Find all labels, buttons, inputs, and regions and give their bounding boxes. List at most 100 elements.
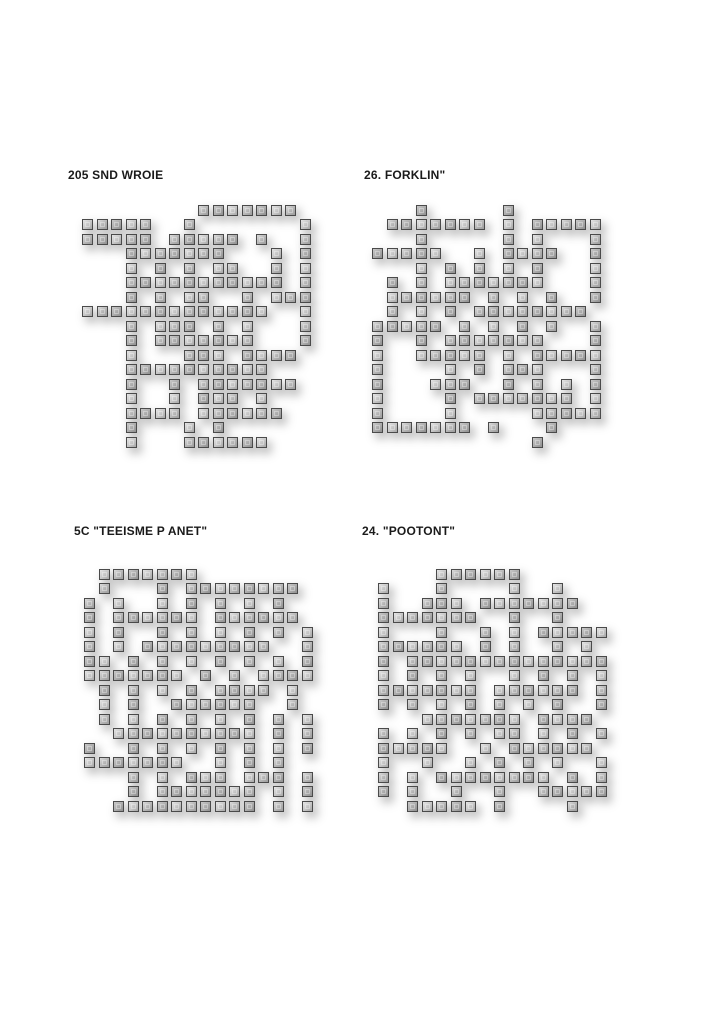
grid-cell <box>270 407 282 419</box>
grid-cell <box>113 626 124 638</box>
grid-cell <box>546 393 557 404</box>
grid-cell <box>494 568 505 580</box>
grid-cell <box>299 277 311 288</box>
grid-cell <box>200 699 211 710</box>
grid-cell <box>372 378 383 390</box>
grid-cell <box>407 670 418 681</box>
grid-cell <box>502 262 514 274</box>
grid-cell <box>156 641 168 652</box>
grid-cell <box>531 364 543 375</box>
grid-cell <box>589 320 601 332</box>
grid-cell <box>127 757 139 768</box>
grid-cell <box>537 786 549 797</box>
grid-cell <box>415 204 427 216</box>
grid-cell <box>552 786 563 797</box>
grid-cell <box>200 800 211 812</box>
grid-cell <box>127 713 139 725</box>
grid-cell <box>272 583 284 594</box>
grid-cell <box>378 742 389 754</box>
grid-cell <box>113 612 124 623</box>
grid-cell <box>256 277 267 288</box>
grid-cell <box>407 641 418 652</box>
grid-cell <box>84 597 95 609</box>
grid-cell <box>256 233 267 245</box>
grid-cell <box>270 349 282 361</box>
grid-cell <box>465 728 476 739</box>
grid-cell <box>256 349 267 361</box>
grid-cell <box>299 320 311 332</box>
grid-cell <box>566 742 578 754</box>
grid-cell <box>198 248 209 259</box>
grid-cell <box>465 568 476 580</box>
grid-cell <box>430 320 441 332</box>
grid-cell <box>96 306 108 317</box>
grid-cell <box>488 335 499 346</box>
grid-cell <box>142 728 153 739</box>
grid-cell <box>183 262 195 274</box>
grid-cell <box>378 728 389 739</box>
grid-cell <box>450 786 462 797</box>
grid-cell <box>127 670 139 681</box>
grid-cell <box>156 728 168 739</box>
grid-cell <box>581 626 592 638</box>
grid-cell <box>473 306 485 317</box>
grid-cell <box>214 626 226 638</box>
grid-cell <box>212 277 224 288</box>
grid-cell <box>415 422 427 433</box>
grid-cell <box>494 800 505 812</box>
grid-cell <box>502 393 514 404</box>
grid-cell <box>169 393 180 404</box>
grid-cell <box>372 407 383 419</box>
grid-cell <box>517 393 528 404</box>
grid-cell <box>430 219 441 230</box>
grid-cell <box>430 291 441 303</box>
grid-cell <box>508 728 520 739</box>
grid-cell <box>227 233 238 245</box>
grid-cell <box>127 728 139 739</box>
grid-cell <box>212 262 224 274</box>
grid-cell <box>243 742 255 754</box>
grid-cell <box>508 771 520 783</box>
grid-cell <box>171 728 182 739</box>
grid-cell <box>517 291 528 303</box>
grid-cell <box>595 699 607 710</box>
grid-cell <box>185 641 197 652</box>
grid-cell <box>185 597 197 609</box>
grid-cell <box>241 204 253 216</box>
grid-cell <box>378 612 389 623</box>
grid-cell <box>243 612 255 623</box>
grid-cell <box>378 626 389 638</box>
grid-cell <box>421 757 433 768</box>
grid-cell <box>169 364 180 375</box>
grid-cell <box>183 349 195 361</box>
grid-cell <box>82 233 93 245</box>
grid-cell <box>256 204 267 216</box>
grid-cell <box>198 407 209 419</box>
grid-cell <box>227 407 238 419</box>
grid-cell <box>154 364 166 375</box>
grid-cell <box>301 728 313 739</box>
grid-cell <box>392 684 404 696</box>
grid-cell <box>479 655 491 667</box>
grid-cell <box>473 349 485 361</box>
grid-cell <box>171 757 182 768</box>
grid-cell <box>566 771 578 783</box>
grid-cell <box>575 306 586 317</box>
grid-cell <box>537 597 549 609</box>
grid-cell <box>566 786 578 797</box>
grid-cell <box>459 291 470 303</box>
grid-cell <box>531 248 543 259</box>
grid-cell <box>531 393 543 404</box>
grid-cell <box>185 626 197 638</box>
grid-cell <box>589 393 601 404</box>
grid-cell <box>508 655 520 667</box>
grid-cell <box>198 393 209 404</box>
grid-cell <box>287 684 298 696</box>
grid-cell <box>212 204 224 216</box>
grid-cell <box>198 204 209 216</box>
grid-cell <box>169 378 180 390</box>
grid-cell <box>113 568 124 580</box>
grid-cell <box>82 306 93 317</box>
grid-cell <box>212 364 224 375</box>
grid-cell <box>450 568 462 580</box>
